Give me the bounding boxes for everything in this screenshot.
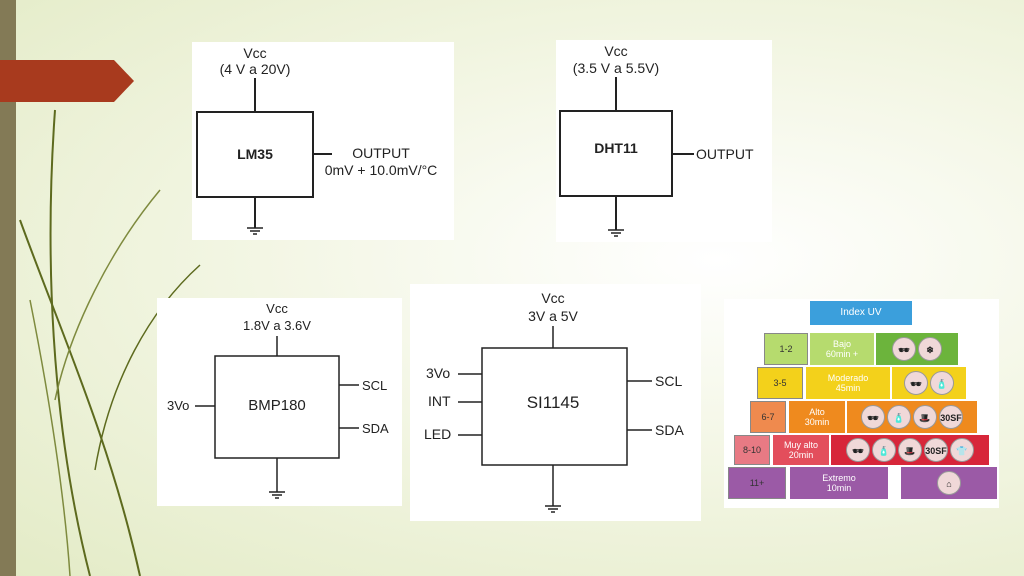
- uv-row-level: Moderado 45min: [806, 367, 890, 399]
- ground-symbol: [545, 505, 561, 513]
- ground-symbol: [608, 229, 624, 237]
- lm35-output-label: OUTPUT: [352, 145, 410, 161]
- uv-time-label: 20min: [788, 450, 814, 460]
- lm35-output-formula: 0mV + 10.0mV/°C: [325, 162, 438, 178]
- bmp180-vcc-range: 1.8V a 3.6V: [243, 318, 311, 333]
- title-arrow-shape: [0, 60, 134, 102]
- dht11-output-label: OUTPUT: [696, 146, 754, 162]
- uv-row-icons: 🕶 ❄: [876, 333, 958, 365]
- sunglasses-icon: 🕶: [861, 405, 885, 429]
- sunglasses-icon: 🕶: [892, 337, 916, 361]
- si1145-chip-name: SI1145: [527, 393, 580, 412]
- hat-icon: 🎩: [913, 405, 937, 429]
- lm35-vcc-range: (4 V a 20V): [220, 61, 291, 77]
- uv-row-icons: 🕶 🧴: [892, 367, 966, 399]
- spf-30-icon: 30SF: [924, 438, 948, 462]
- decorative-swoosh: [19, 109, 201, 576]
- uv-index-title: Index UV: [810, 301, 912, 325]
- uv-level-label: Moderado: [827, 373, 869, 383]
- bmp180-3vo-label: 3Vo: [167, 398, 189, 413]
- uv-time-label: 10min: [826, 483, 852, 493]
- si1145-int-label: INT: [428, 393, 451, 409]
- uv-row-icons: 🕶 🧴 🎩 30SF 👕: [831, 435, 989, 465]
- si1145-vcc-label: Vcc: [541, 290, 564, 306]
- sunscreen-icon: 🧴: [887, 405, 911, 429]
- uv-row-level: Muy alto 20min: [773, 435, 829, 465]
- uv-level-label: Bajo: [832, 339, 851, 349]
- si1145-scl-label: SCL: [655, 373, 682, 389]
- si1145-vcc-range: 3V a 5V: [528, 308, 578, 324]
- house-icon: ⌂: [937, 471, 961, 495]
- uv-row-range: 1-2: [764, 333, 808, 365]
- sidebar-bar: [0, 0, 16, 576]
- dht11-chip-name: DHT11: [594, 140, 638, 156]
- si1145-3vo-label: 3Vo: [426, 365, 450, 381]
- uv-time-label: 30min: [804, 417, 830, 427]
- uv-row-icons: ⌂: [901, 467, 997, 499]
- uv-row-icons: 🕶 🧴 🎩 30SF: [847, 401, 977, 433]
- dht11-vcc-range: (3.5 V a 5.5V): [573, 60, 659, 76]
- bmp180-vcc-label: Vcc: [266, 301, 288, 316]
- hat-icon: 🎩: [898, 438, 922, 462]
- lm35-vcc-label: Vcc: [243, 45, 266, 61]
- uv-level-label: Muy alto: [783, 440, 818, 450]
- uv-row-range: 8-10: [734, 435, 770, 465]
- snowflake-icon: ❄: [918, 337, 942, 361]
- lm35-diagram: Vcc (4 V a 20V) LM35 OUTPUT 0mV + 10.0mV…: [192, 42, 454, 240]
- si1145-led-label: LED: [424, 426, 451, 442]
- uv-row-range: 11+: [728, 467, 786, 499]
- sunglasses-icon: 🕶: [846, 438, 870, 462]
- bmp180-scl-label: SCL: [362, 378, 387, 393]
- shirt-icon: 👕: [950, 438, 974, 462]
- uv-time-label: 60min +: [825, 349, 859, 359]
- uv-row-level: Bajo 60min +: [810, 333, 874, 365]
- sunscreen-icon: 🧴: [872, 438, 896, 462]
- sunglasses-icon: 🕶: [904, 371, 928, 395]
- uv-row-range: 3-5: [757, 367, 803, 399]
- si1145-sda-label: SDA: [655, 422, 684, 438]
- uv-level-label: Alto: [809, 407, 825, 417]
- uv-row-level: Extremo 10min: [790, 467, 888, 499]
- dht11-vcc-label: Vcc: [604, 43, 627, 59]
- ground-symbol: [269, 491, 285, 499]
- uv-time-label: 45min: [835, 383, 861, 393]
- spf-30-icon: 30SF: [939, 405, 963, 429]
- sunscreen-icon: 🧴: [930, 371, 954, 395]
- ground-symbol: [247, 227, 263, 235]
- lm35-chip-name: LM35: [237, 146, 273, 162]
- uv-index-chart: Index UV 1-2 Bajo 60min + 🕶 ❄ 3-5 Modera…: [724, 299, 999, 508]
- bmp180-sda-label: SDA: [362, 421, 389, 436]
- bmp180-chip-name: BMP180: [248, 397, 306, 414]
- uv-level-label: Extremo: [822, 473, 856, 483]
- uv-row-level: Alto 30min: [789, 401, 845, 433]
- si1145-chip: [481, 347, 628, 466]
- dht11-diagram: Vcc (3.5 V a 5.5V) DHT11 OUTPUT: [556, 40, 772, 242]
- si1145-diagram: Vcc 3V a 5V SI1145 3Vo INT LED SCL SDA: [410, 284, 701, 521]
- bmp180-diagram: Vcc 1.8V a 3.6V BMP180 3Vo SCL SDA: [157, 298, 402, 506]
- uv-row-range: 6-7: [750, 401, 786, 433]
